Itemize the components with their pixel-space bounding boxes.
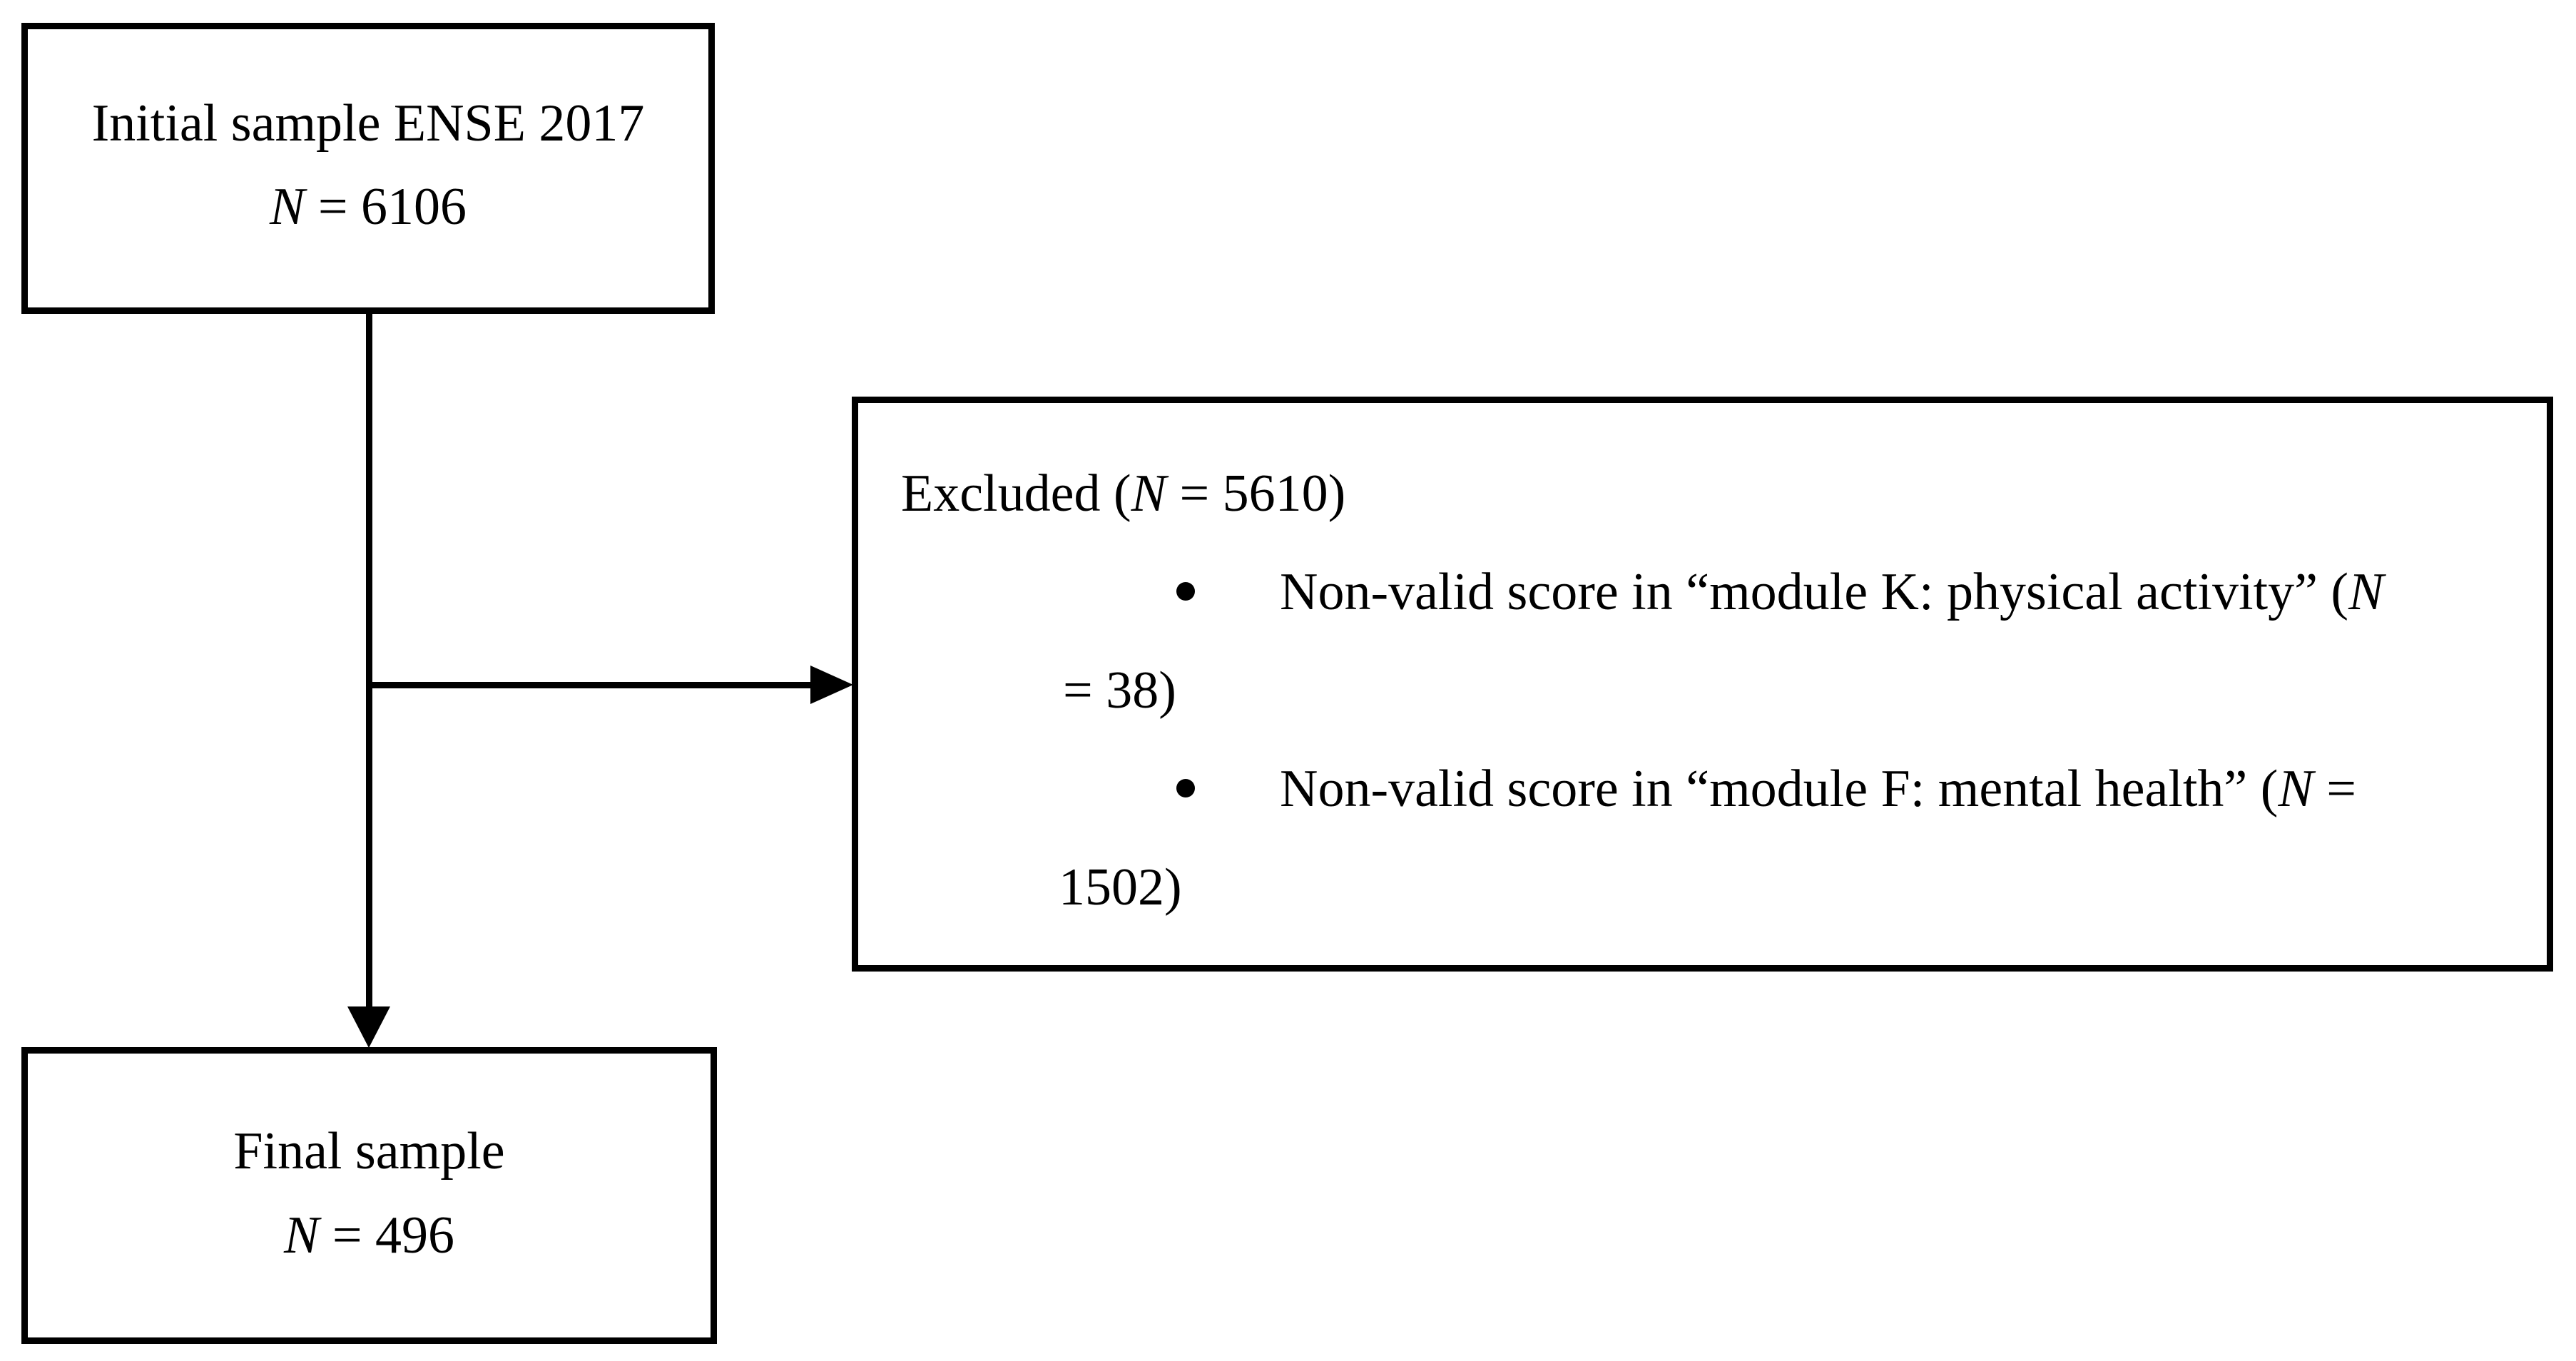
excluded-bullet-1-line-2: = 38) <box>1063 661 1176 720</box>
n-italic-symbol: N <box>283 1206 320 1265</box>
excluded-header-suffix: = 5610) <box>1166 464 1346 523</box>
initial-sample-label: Initial sample ENSE 2017 <box>91 94 645 153</box>
n-italic-symbol: N <box>1131 464 1166 523</box>
excluded-header: Excluded (N = 5610) <box>901 467 1345 520</box>
n-italic-symbol: N <box>2348 563 2384 621</box>
excluded-box: Excluded (N = 5610) Non-valid score in “… <box>852 397 2553 972</box>
n-italic-symbol: N <box>269 178 305 236</box>
initial-sample-count: N = 6106 <box>28 180 708 233</box>
n-italic-symbol: N <box>2278 760 2313 818</box>
excluded-bullet-2-line-1: Non-valid score in “module F: mental hea… <box>1280 763 2356 815</box>
connector-vertical-line <box>366 311 372 1006</box>
final-sample-box: Final sample N = 496 <box>21 1047 717 1344</box>
bullet-icon <box>1176 779 1195 797</box>
arrow-right-icon <box>810 666 853 704</box>
final-sample-label: Final sample <box>233 1122 505 1181</box>
excluded-bullet-1-line-1: Non-valid score in “module K: physical a… <box>1280 566 2383 618</box>
arrow-down-icon <box>347 1006 390 1048</box>
excluded-header-prefix: Excluded ( <box>901 464 1131 523</box>
bullet-icon <box>1176 582 1195 601</box>
n-value-text: = 6106 <box>305 178 467 236</box>
n-value-text: = 496 <box>319 1206 455 1265</box>
bullet-2-text-after: = <box>2313 760 2357 818</box>
initial-sample-box: Initial sample ENSE 2017 N = 6106 <box>21 23 715 314</box>
connector-horizontal-line <box>369 682 820 688</box>
final-sample-count: N = 496 <box>28 1209 711 1262</box>
bullet-1-text: Non-valid score in “module K: physical a… <box>1280 563 2349 621</box>
excluded-bullet-2-line-2: 1502) <box>1059 858 1182 917</box>
bullet-2-text: Non-valid score in “module F: mental hea… <box>1280 760 2279 818</box>
